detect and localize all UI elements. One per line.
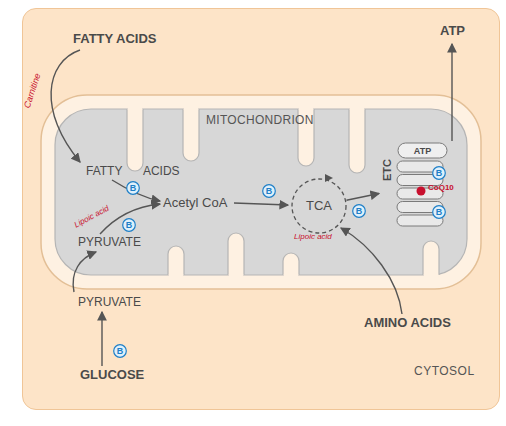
crista-opening	[424, 274, 438, 278]
node-label: ETC	[380, 156, 394, 184]
cofactor-badge: B	[122, 218, 136, 232]
badge-circle	[263, 185, 276, 198]
badge-circle	[353, 205, 366, 218]
outer-membrane	[41, 95, 481, 289]
cycle-circle: TCA	[291, 178, 347, 234]
atp-synthase	[398, 143, 447, 158]
badge-letter: B	[262, 184, 276, 198]
complex-bar	[397, 188, 443, 199]
cofactor-badge: B	[352, 204, 366, 218]
crista	[127, 109, 143, 171]
cofactor-badge: B	[113, 344, 127, 358]
crista-opening	[284, 274, 298, 278]
node-label: MITOCHONDRION	[206, 114, 314, 127]
cofactor-badge: B	[262, 184, 276, 198]
badge-circle	[433, 167, 446, 180]
crista-opening	[184, 107, 198, 111]
cycle-ring	[292, 179, 346, 233]
badge-circle	[123, 219, 136, 232]
node-label: TCA	[291, 178, 347, 234]
badge-letter: B	[432, 205, 446, 219]
badge-circle	[114, 345, 127, 358]
node-label: CYTOSOL	[414, 365, 475, 378]
cofactor-badge: B	[432, 205, 446, 219]
crista	[168, 246, 184, 275]
cell-box: CYTOSOL MITOCHONDRION B B B TCA B ETC ATP B B B	[22, 8, 500, 410]
badge-letter: B	[113, 344, 127, 358]
crista	[283, 253, 299, 275]
electron-transport-chain: ETC ATP B B	[379, 141, 451, 231]
crista	[423, 241, 439, 275]
crista-opening	[128, 107, 142, 111]
badge-letter: B	[122, 218, 136, 232]
crista-opening	[229, 274, 243, 278]
mitochondrion-shape: MITOCHONDRION B B B TCA B ETC ATP B B	[39, 93, 483, 291]
badge-letter: B	[352, 204, 366, 218]
crista	[228, 233, 244, 275]
crista	[183, 109, 199, 161]
node-label: ATP	[398, 145, 447, 157]
crista-opening	[169, 274, 183, 278]
badge-circle	[127, 182, 140, 195]
matrix	[55, 109, 467, 275]
badge-letter: B	[126, 181, 140, 195]
crista	[349, 109, 365, 173]
crista-opening	[299, 107, 313, 111]
cofactor-badge: B	[432, 166, 446, 180]
cofactor-badge: B	[126, 181, 140, 195]
badge-circle	[433, 206, 446, 219]
badge-letter: B	[432, 166, 446, 180]
crista-opening	[350, 107, 364, 111]
